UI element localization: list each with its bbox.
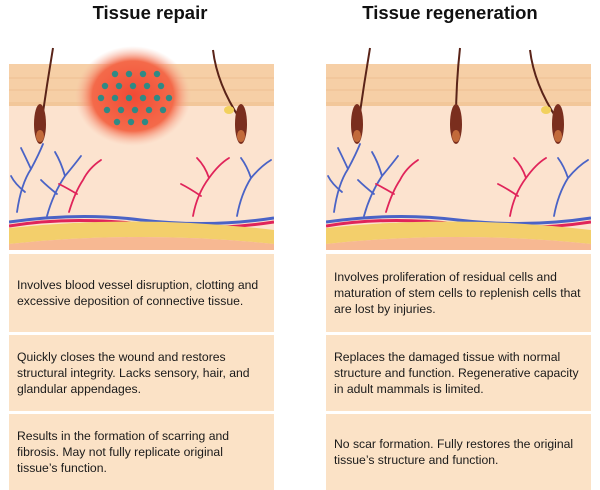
clot-cell	[165, 94, 173, 102]
hair-follicle-right	[212, 49, 247, 144]
capillary-network	[10, 143, 272, 217]
capillary-network	[327, 143, 589, 217]
repair-row-2: Quickly closes the wound and restores st…	[9, 335, 274, 411]
clot-cell	[125, 70, 133, 78]
clot-cell	[157, 82, 165, 90]
clot-cell	[111, 70, 119, 78]
clot-cell	[143, 82, 151, 90]
clot-cell	[103, 106, 111, 114]
wound-area	[75, 46, 191, 146]
repair-row-2-text: Quickly closes the wound and restores st…	[17, 350, 250, 396]
regeneration-row-3-text: No scar formation. Fully restores the or…	[334, 437, 574, 467]
clot-cell	[141, 118, 149, 126]
clot-cell	[159, 106, 167, 114]
hair-follicle-1	[351, 47, 371, 144]
clot-cell	[115, 82, 123, 90]
tissue-repair-title: Tissue repair	[92, 2, 208, 23]
clot-cell	[139, 94, 147, 102]
clot-cell	[117, 106, 125, 114]
clot-cell	[131, 106, 139, 114]
clot-cell	[101, 82, 109, 90]
repair-row-1-text: Involves blood vessel disruption, clotti…	[17, 278, 259, 308]
hair-follicle-2	[450, 47, 462, 144]
clot-cell	[127, 118, 135, 126]
skin-with-wound-illustration	[9, 46, 274, 250]
clot-cell	[153, 70, 161, 78]
clot-cell	[125, 94, 133, 102]
vein	[326, 214, 591, 226]
clot-cell	[145, 106, 153, 114]
hair-follicle-3	[529, 49, 564, 144]
clot-cell	[153, 94, 161, 102]
regeneration-row-2: Replaces the damaged tissue with normal …	[326, 335, 591, 411]
hair-follicle-left	[34, 47, 54, 144]
fat-layer	[326, 221, 591, 244]
regeneration-row-1: Involves proliferation of residual cells…	[326, 254, 591, 332]
regenerated-skin-illustration	[326, 47, 591, 250]
repair-row-3: Results in the formation of scarring and…	[9, 414, 274, 490]
clot-cell	[139, 70, 147, 78]
regeneration-row-3: No scar formation. Fully restores the or…	[326, 414, 591, 490]
tissue-regeneration-title: Tissue regeneration	[362, 2, 538, 23]
regeneration-row-2-text: Replaces the damaged tissue with normal …	[334, 350, 579, 396]
clot-cell	[113, 118, 121, 126]
fat-layer	[9, 221, 274, 244]
vein	[9, 214, 274, 226]
repair-row-3-text: Results in the formation of scarring and…	[17, 429, 230, 475]
clot-cell	[129, 82, 137, 90]
clot-cell	[111, 94, 119, 102]
clot-cell	[97, 94, 105, 102]
regeneration-row-1-text: Involves proliferation of residual cells…	[334, 270, 581, 316]
repair-row-1: Involves blood vessel disruption, clotti…	[9, 254, 274, 332]
clot-cells	[97, 70, 173, 126]
